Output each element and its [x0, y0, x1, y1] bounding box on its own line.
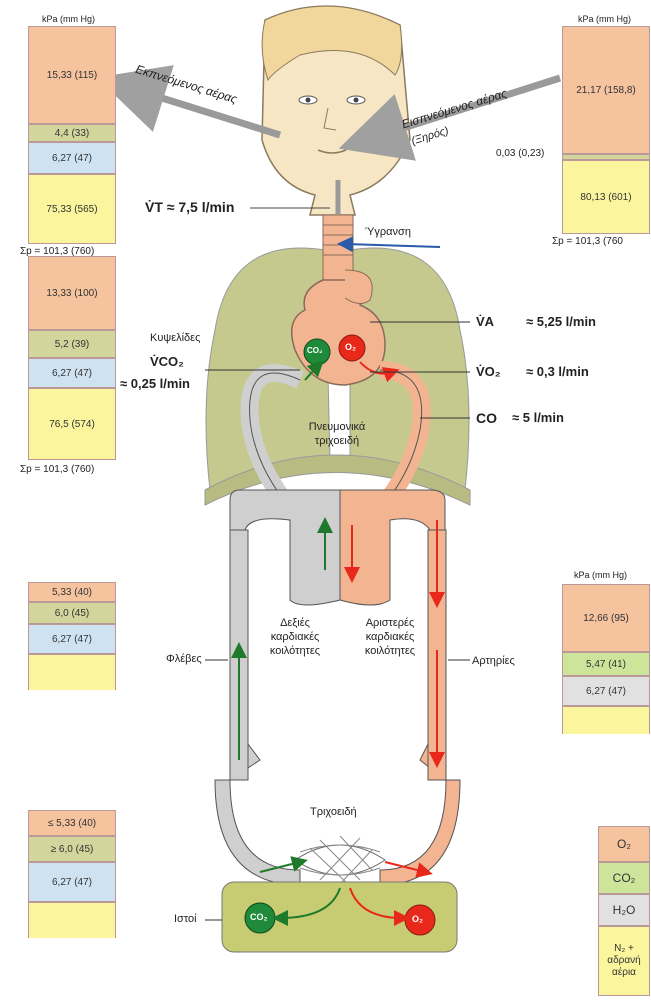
tidal-ventilation-label: V̇T ≈ 7,5 l/min [145, 199, 234, 215]
tissue-h2o: 6,27 (47) [28, 862, 116, 902]
expired-n2: 75,33 (565) [28, 174, 116, 244]
alveoli-label: Κυψελίδες [150, 332, 200, 344]
humidification-label: Ύγρανση [365, 226, 411, 238]
vco2-label: V̇CO₂ [150, 354, 184, 369]
alveolar-n2: 76,5 (574) [28, 388, 116, 460]
tissue-o2-text: O₂ [412, 914, 423, 924]
alveolar-sum: Σp = 101,3 (760) [20, 464, 94, 475]
lung-co2-text: CO₂ [307, 346, 323, 355]
humidification-arrow [345, 244, 440, 247]
right-heart-label: Δεξιές καρδιακές κοιλότητες [255, 616, 335, 658]
unit-mmhg-2: (mm Hg) [596, 14, 631, 24]
expired-h2o: 6,27 (47) [28, 142, 116, 174]
left-heart-label: Αριστερές καρδιακές κοιλότητες [350, 616, 430, 658]
tissue-co2-text: CO₂ [250, 912, 268, 922]
unit-kpa: kPa [42, 14, 58, 24]
unit-mmhg: (mm Hg) [60, 14, 95, 24]
co-value: ≈ 5 l/min [512, 410, 564, 425]
legend-h2o: H₂O [598, 894, 650, 926]
veins-label: Φλέβες [166, 653, 202, 665]
unit-kpa-3: kPa [574, 570, 590, 580]
unit-kpa-2: kPa [578, 14, 594, 24]
tissue-co2: ≥ 6,0 (45) [28, 836, 116, 862]
expired-co2: 4,4 (33) [28, 124, 116, 142]
venous-n2 [28, 654, 116, 690]
vo2-label: V̇O₂ [476, 364, 501, 379]
capillaries-label: Τριχοειδή [310, 806, 357, 818]
arteries-label: Αρτηρίες [472, 655, 515, 667]
vco2-value: ≈ 0,25 l/min [120, 376, 190, 391]
legend-n2: N₂ + αδρανή αέρια [598, 926, 650, 996]
co-label: CO [476, 410, 497, 426]
inspired-o2: 21,17 (158,8) [562, 26, 650, 154]
venous-o2: 5,33 (40) [28, 582, 116, 602]
alveolar-o2: 13,33 (100) [28, 256, 116, 330]
inspired-n2: 80,13 (601) [562, 160, 650, 234]
lung-o2-text: O₂ [345, 342, 356, 352]
inspired-co2: 0,03 (0,23) [496, 148, 544, 159]
arterial-o2: 12,66 (95) [562, 584, 650, 652]
unit-mmhg-3: (mm Hg) [592, 570, 627, 580]
pulmonary-capillaries-label: Πνευμονικά τριχοειδή [292, 420, 382, 448]
tissue-n2 [28, 902, 116, 938]
arterial-h2o: 6,27 (47) [562, 676, 650, 706]
inspired-sum: Σp = 101,3 (760 [552, 236, 623, 247]
capillary-network [295, 836, 385, 886]
va-value: ≈ 5,25 l/min [526, 314, 596, 329]
venous-co2: 6,0 (45) [28, 602, 116, 624]
expired-o2: 15,33 (115) [28, 26, 116, 124]
venous-h2o: 6,27 (47) [28, 624, 116, 654]
arterial-n2 [562, 706, 650, 734]
vo2-value: ≈ 0,3 l/min [526, 364, 589, 379]
tissues-label: Ιστοί [174, 913, 197, 925]
tissue-o2: ≤ 5,33 (40) [28, 810, 116, 836]
legend-o2: O₂ [598, 826, 650, 862]
arterial-co2: 5,47 (41) [562, 652, 650, 676]
alveolar-h2o: 6,27 (47) [28, 358, 116, 388]
alveolar-co2: 5,2 (39) [28, 330, 116, 358]
va-label: V̇A [476, 314, 494, 329]
legend-co2: CO₂ [598, 862, 650, 894]
